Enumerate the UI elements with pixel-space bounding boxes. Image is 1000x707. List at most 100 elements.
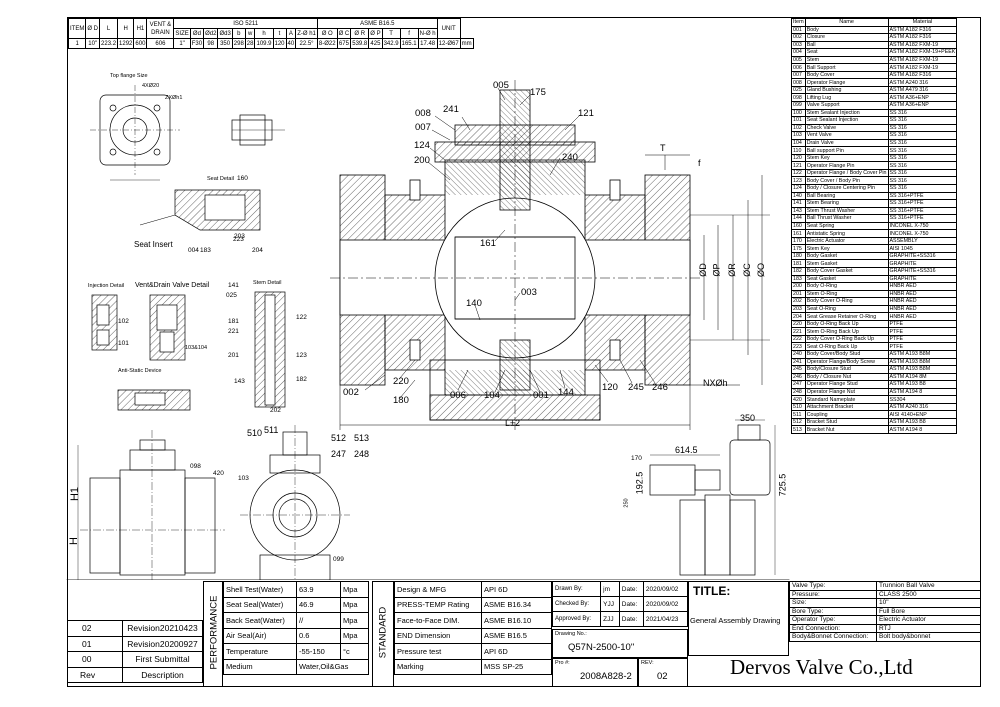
part-item: 004 xyxy=(791,48,806,57)
part-item: 141 xyxy=(791,199,806,208)
part-item: 222 xyxy=(791,334,806,344)
part-name: Coupling xyxy=(804,410,889,419)
part-name: Seat O-Ring xyxy=(804,304,889,314)
detail-label-seat-insert: Seat Insert xyxy=(134,240,173,249)
valve-info-value: CLASS 2500 xyxy=(876,589,981,599)
pro-no: 2008A828-2 xyxy=(580,671,632,682)
title-box: TITLE: General Assembly Drawing xyxy=(688,581,789,656)
part-item: 003 xyxy=(791,40,806,50)
callout-number: 420 xyxy=(213,470,224,477)
part-item: 182 xyxy=(791,267,806,276)
part-material: GRAPHITE xyxy=(887,274,958,284)
valve-info-row: Valve Type:Trunnion Ball Valve xyxy=(789,581,981,591)
callout-number: 511 xyxy=(264,425,279,435)
callout-number: 002 xyxy=(343,387,359,398)
performance-label: Temperature xyxy=(223,643,297,660)
part-name: Ball Bearing xyxy=(804,191,889,201)
part-material: SS 316 xyxy=(887,146,958,155)
callout-number: 220 xyxy=(393,376,409,387)
part-material: PTFE xyxy=(887,319,958,329)
standard-value: ASME B16.34 xyxy=(481,596,552,613)
part-material: ASTM A194 8 xyxy=(887,387,958,397)
part-material: SS 316 xyxy=(887,176,958,185)
performance-unit: °c xyxy=(340,643,369,660)
revision-description: First Submittal xyxy=(122,651,203,668)
dims-value: F30 xyxy=(189,38,205,49)
part-material: ASTM A182 FXM-19+PEEK xyxy=(887,48,958,57)
valve-info-label: End Connection: xyxy=(789,623,877,633)
performance-unit: Mpa xyxy=(340,581,369,598)
dims-header-h1: H1 xyxy=(133,18,148,39)
callout-number: 170 xyxy=(631,455,642,462)
callout-number: 510 xyxy=(247,428,263,438)
part-material: SS 316 xyxy=(887,161,958,170)
dims-value: 600 xyxy=(133,38,148,49)
valve-info-row: Operator Type:Electric Actuator xyxy=(789,615,981,625)
part-name: Body O-Ring xyxy=(804,282,889,291)
callout-number: 004 xyxy=(188,247,199,254)
revision-header-rev: Rev xyxy=(67,666,123,683)
dims-value: 350 xyxy=(217,38,233,49)
part-item: 002 xyxy=(791,33,806,42)
part-material: SS 316+PTFE xyxy=(887,214,958,223)
callout-number: 183 xyxy=(200,247,211,254)
callout-number: 124 xyxy=(414,140,430,151)
valve-info-row: Size:10" xyxy=(789,598,981,608)
part-item: 103 xyxy=(791,131,806,140)
part-item: 201 xyxy=(791,289,806,299)
part-name: Stem Thrust Washer xyxy=(804,206,889,216)
dim-L: L±2 xyxy=(505,418,520,428)
part-material: SS 316 xyxy=(887,131,958,140)
standard-label: Marking xyxy=(394,658,482,675)
performance-value: 0.6 xyxy=(295,627,342,644)
dim-act-h2: 725.5 xyxy=(777,473,788,497)
part-item: 098 xyxy=(791,93,806,102)
dim-act-h3: 250 xyxy=(623,498,630,508)
part-material: SS 316+PTFE xyxy=(887,191,958,201)
part-material: ASTM A194 8M xyxy=(887,372,958,382)
performance-value: -55-150 xyxy=(295,643,342,660)
callout-number: 181 xyxy=(228,318,239,325)
callout-number: 202 xyxy=(270,407,281,414)
detail-label-vent-drain: Vent&Drain Valve Detail xyxy=(135,282,210,289)
performance-label: Shell Test(Water) xyxy=(223,581,297,598)
callout-number: 122 xyxy=(296,314,307,321)
part-item: 511 xyxy=(791,410,806,419)
standard-value: API 6D xyxy=(481,643,552,660)
part-item: 008 xyxy=(791,78,806,87)
dims-value: 1292 xyxy=(117,38,135,49)
drawing-no-label: Drawing No.: xyxy=(555,631,587,637)
dims-value: 12-Ø67 xyxy=(436,38,461,49)
part-material: ASTM A182 F316 xyxy=(887,25,958,35)
part-name: Closure xyxy=(804,33,889,42)
part-item: 160 xyxy=(791,221,806,231)
part-item: 248 xyxy=(791,387,806,397)
dims-value: mm xyxy=(459,38,474,49)
part-name: Lifting Lug xyxy=(804,93,889,102)
valve-info-label: Size: xyxy=(789,598,877,608)
callout-number: 245 xyxy=(628,382,644,393)
part-name: Bracket Stud xyxy=(804,417,889,427)
valve-info-row: Pressure:CLASS 2500 xyxy=(789,589,981,599)
part-name: Body / Closure Nut xyxy=(804,372,889,382)
standard-value: ASME B16.5 xyxy=(481,627,552,644)
